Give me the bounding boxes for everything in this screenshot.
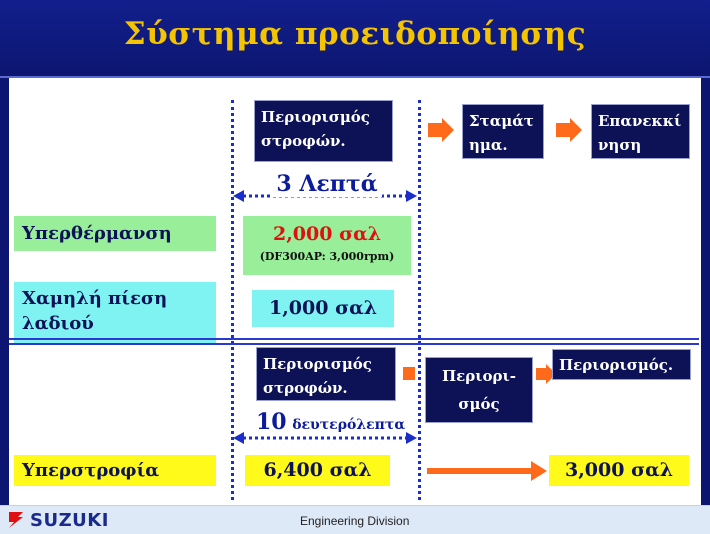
title-bar: [0, 0, 710, 76]
slide-title: Σύστημα προειδοποίησης: [123, 16, 587, 52]
overheat-value-box: 2,000 σαλ (DF300AP: 3,000rpm): [243, 216, 411, 275]
limit-box-2: Περιορι- σμός: [425, 357, 533, 423]
overheat-note: (DF300AP: 3,000rpm): [259, 250, 395, 263]
limit-rpm-box-top: Περιορισμός στροφών.: [254, 100, 393, 162]
right-dotted-guide: [418, 100, 421, 500]
duration-number: 10: [256, 409, 287, 435]
orange-arrow-icon: [403, 367, 415, 380]
footer-bar: [0, 505, 710, 534]
duration-unit: δευτερόλεπτα: [292, 417, 406, 433]
left-frame-bar: [0, 78, 9, 505]
overspeed-value: 6,400 σαλ: [245, 455, 390, 486]
overspeed-result: 3,000 σαλ: [549, 455, 689, 486]
overspeed-label: Υπερστροφία: [14, 455, 216, 486]
header-divider: [0, 76, 710, 78]
right-frame-bar: [701, 78, 710, 505]
restart-box: Επανεκκί νηση: [591, 104, 690, 159]
overheat-value: 2,000 σαλ: [272, 223, 382, 245]
suzuki-logo-icon: [9, 512, 23, 528]
stop-box: Σταμάτ ημα.: [462, 104, 544, 159]
long-orange-arrow-icon: [427, 461, 547, 481]
duration-10-sec: 10 δευτερόλεπτα: [256, 409, 406, 435]
brand-name: SUZUKI: [30, 510, 109, 531]
duration-arrow-icon: [233, 432, 417, 444]
overheat-label: Υπερθέρμανση: [14, 216, 216, 251]
limit-rpm-box-middle: Περιορισμός στροφών.: [256, 347, 396, 401]
separator-line: [9, 338, 699, 340]
low-oil-label: Χαμηλή πίεση λαδιού: [14, 282, 216, 343]
division-name: Engineering Division: [300, 514, 410, 528]
limit-box-3: Περιορισμός.: [552, 349, 691, 380]
left-dotted-guide: [231, 100, 234, 500]
orange-arrow-icon: [428, 118, 454, 142]
low-oil-value: 1,000 σαλ: [252, 290, 394, 327]
orange-arrow-icon: [556, 118, 582, 142]
separator-line: [9, 343, 699, 345]
duration-arrow-icon: [233, 190, 417, 202]
duration-3-min: 3 Λεπτά: [272, 171, 382, 197]
orange-arrow-icon: [536, 364, 556, 384]
